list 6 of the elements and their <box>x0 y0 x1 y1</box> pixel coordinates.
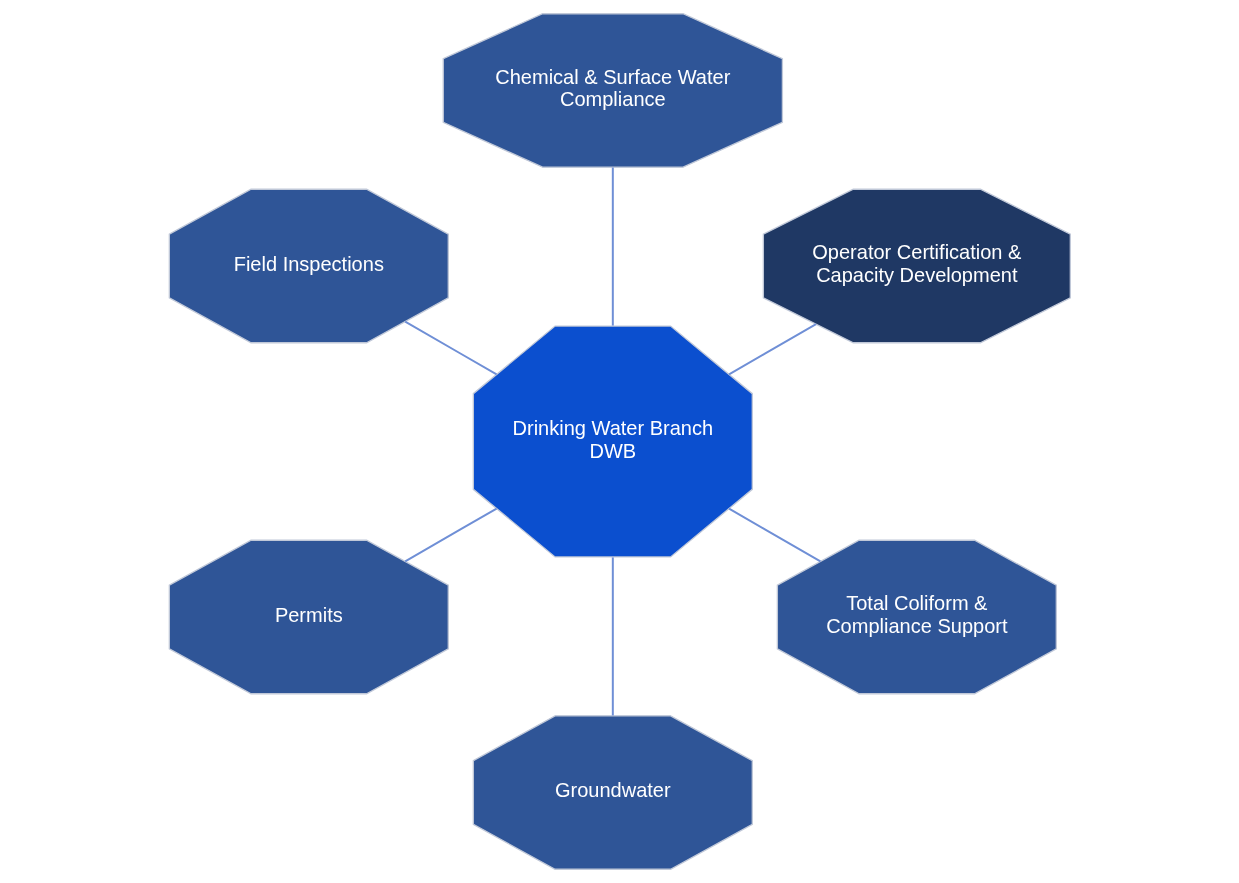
connector <box>611 556 614 717</box>
connector <box>727 507 821 563</box>
connector <box>611 166 614 327</box>
connector <box>403 507 498 563</box>
connector <box>403 320 498 376</box>
connector <box>727 323 817 376</box>
